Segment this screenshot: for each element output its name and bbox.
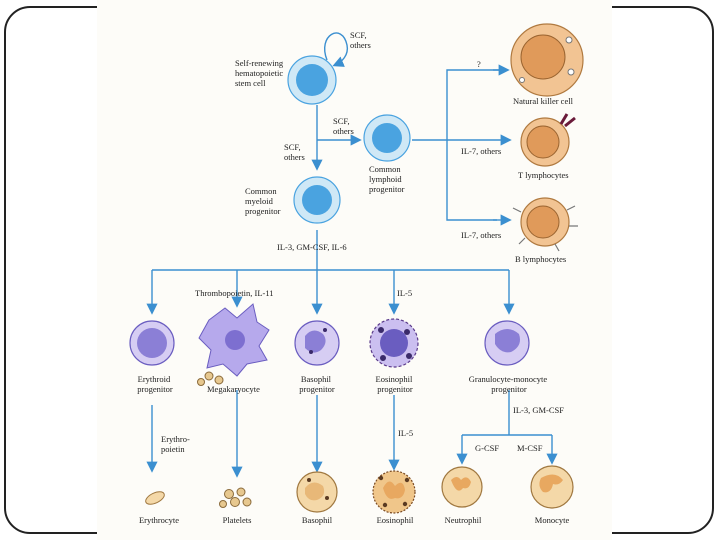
il5-bottom-label: IL-5 bbox=[398, 428, 413, 438]
natural-killer-cell bbox=[510, 23, 584, 97]
erythrocyte-cell bbox=[145, 491, 165, 505]
hematopoiesis-diagram: Self-renewing hematopoietic stem cell SC… bbox=[129, 23, 584, 525]
neutrophil-label: Neutrophil bbox=[445, 515, 482, 525]
scf-top-label: SCF, others bbox=[350, 30, 371, 50]
il3-gmcsf-label: IL-3, GM-CSF bbox=[513, 405, 564, 415]
labels: Self-renewing hematopoietic stem cell SC… bbox=[137, 30, 573, 525]
eosinophil-progenitor-cell bbox=[369, 318, 419, 368]
eosinophil-progenitor-label: Eosinophil progenitor bbox=[376, 374, 415, 394]
platelets-label: Platelets bbox=[223, 515, 252, 525]
il7-b-label: IL-7, others bbox=[461, 230, 501, 240]
erythrocyte-label: Erythrocyte bbox=[139, 515, 179, 525]
mcsf-label: M-CSF bbox=[517, 443, 543, 453]
basophil-progenitor-label: Basophil progenitor bbox=[299, 374, 335, 394]
t-lymphocyte-cell bbox=[520, 113, 576, 167]
eosinophil-label: Eosinophil bbox=[377, 515, 414, 525]
stem-cell-label: Self-renewing hematopoietic stem cell bbox=[235, 58, 285, 88]
scf-myeloid-label: SCF, others bbox=[284, 142, 305, 162]
eosinophil-cell bbox=[372, 470, 416, 514]
common-myeloid-label: Common myeloid progenitor bbox=[245, 186, 281, 216]
common-myeloid-cell bbox=[293, 176, 341, 224]
t-lymphocytes-label: T lymphocytes bbox=[518, 170, 569, 180]
granulocyte-monocyte-label: Granulocyte-monocyte progenitor bbox=[469, 374, 549, 394]
stem-cell bbox=[287, 55, 337, 105]
natural-killer-label: Natural killer cell bbox=[513, 96, 574, 106]
monocyte-label: Monocyte bbox=[535, 515, 570, 525]
il5-top-label: IL-5 bbox=[397, 288, 412, 298]
scf-lymphoid-label: SCF, others bbox=[333, 116, 354, 136]
neutrophil-cell bbox=[441, 466, 483, 508]
erythropoietin-label: Erythro- poietin bbox=[161, 434, 192, 454]
diagram-area: Self-renewing hematopoietic stem cell SC… bbox=[97, 0, 612, 540]
megakaryocyte-label: Megakaryocyte bbox=[207, 384, 260, 394]
platelets-cell bbox=[219, 487, 252, 508]
erythroid-progenitor-cell bbox=[129, 320, 175, 366]
b-lymphocyte-cell bbox=[512, 197, 578, 252]
megakaryocyte-cell bbox=[197, 303, 270, 386]
b-lymphocytes-label: B lymphocytes bbox=[515, 254, 566, 264]
granulocyte-monocyte-progenitor-cell bbox=[484, 320, 530, 366]
basophil-label: Basophil bbox=[302, 515, 333, 525]
erythroid-progenitor-label: Erythroid progenitor bbox=[137, 374, 173, 394]
common-lymphoid-label: Common lymphoid progenitor bbox=[369, 164, 405, 194]
question-label: ? bbox=[477, 59, 481, 69]
basophil-cell bbox=[296, 471, 338, 513]
gcsf-label: G-CSF bbox=[475, 443, 499, 453]
il7-t-label: IL-7, others bbox=[461, 146, 501, 156]
flow-arrows bbox=[146, 32, 558, 478]
monocyte-cell bbox=[530, 465, 574, 509]
il3-gmcsf-il6-label: IL-3, GM-CSF, IL-6 bbox=[277, 242, 347, 252]
thrombopoietin-label: Thrombopoietin, IL-11 bbox=[195, 288, 274, 298]
basophil-progenitor-cell bbox=[294, 320, 340, 366]
common-lymphoid-cell bbox=[363, 114, 411, 162]
